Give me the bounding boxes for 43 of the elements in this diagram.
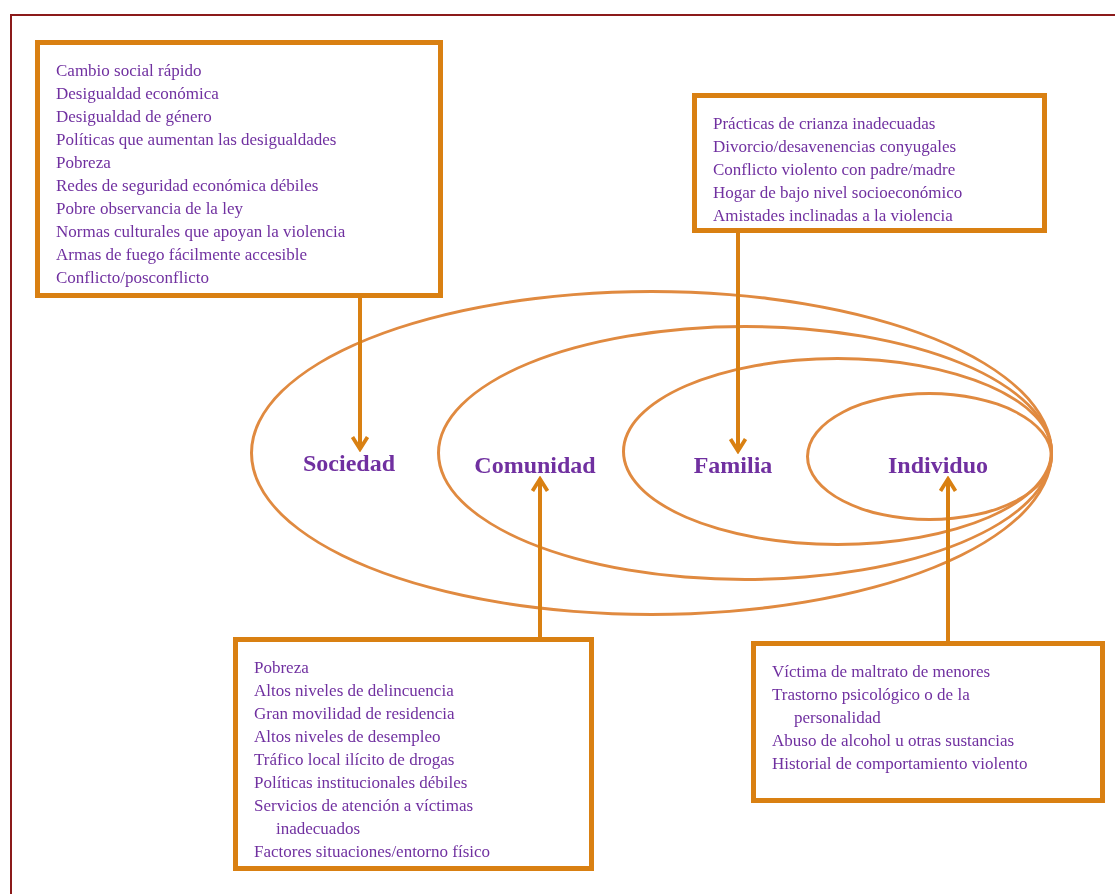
risk-factor-text: Políticas que aumentan las desigualdades [56, 129, 338, 151]
risk-factor-list-box [692, 93, 1047, 233]
risk-factor-text: Cambio social rápido [56, 60, 203, 82]
risk-factor-text: Pobreza [254, 657, 310, 679]
risk-factor-text: Servicios de atención a víctimas inadecuados [254, 795, 475, 840]
arrow [938, 477, 958, 641]
risk-factor-text: Armas de fuego fácilmente accesible [56, 244, 309, 266]
risk-factor-text: Conflicto violento con padre/madre [713, 159, 957, 181]
level-ellipse [250, 290, 1053, 616]
arrow [530, 477, 550, 637]
risk-factor-text: Tráfico local ilícito de drogas [254, 749, 456, 771]
risk-factor-text: Víctima de maltrato de menores [772, 661, 992, 683]
risk-factor-text: Trastorno psicológico o de la personalidad [772, 684, 971, 729]
risk-factor-text: Pobre observancia de la ley [56, 198, 244, 220]
risk-factor-text: Factores situaciones/entorno físico [254, 841, 492, 863]
risk-factor-text: Altos niveles de desempleo [254, 726, 442, 748]
arrow [728, 233, 748, 453]
risk-factor-text: Historial de comportamiento violento [772, 753, 1029, 775]
level-ellipse [437, 325, 1053, 581]
risk-factor-text: Desigualdad económica [56, 83, 220, 105]
risk-factor-text: Pobreza [56, 152, 112, 174]
risk-factor-text: Hogar de bajo nivel socioeconómico [713, 182, 964, 204]
risk-factor-text: Gran movilidad de residencia [254, 703, 456, 725]
risk-factor-text: Amistades inclinadas a la violencia [713, 205, 954, 227]
risk-factor-text: Altos niveles de delincuencia [254, 680, 455, 702]
risk-factor-list-box [233, 637, 594, 871]
risk-factor-text: Redes de seguridad económica débiles [56, 175, 320, 197]
risk-factor-list-box [35, 40, 443, 298]
risk-factor-text: Políticas institucionales débiles [254, 772, 469, 794]
risk-factor-list-box [751, 641, 1105, 803]
risk-factor-text: Normas culturales que apoyan la violencia [56, 221, 347, 243]
level-label: Sociedad [303, 449, 395, 477]
risk-factor-text: Abuso de alcohol u otras sustancias [772, 730, 1016, 752]
level-ellipse [806, 392, 1053, 521]
risk-factor-text: Prácticas de crianza inadecuadas [713, 113, 937, 135]
risk-factor-text: Divorcio/desavenencias conyugales [713, 136, 958, 158]
level-label: Familia [693, 451, 773, 479]
risk-factor-text: Desigualdad de género [56, 106, 213, 128]
level-label: Comunidad [474, 451, 596, 479]
risk-factor-text: Conflicto/posconflicto [56, 267, 210, 289]
level-ellipse [622, 357, 1053, 546]
level-label: Individuo [887, 451, 989, 479]
arrow [350, 298, 370, 451]
